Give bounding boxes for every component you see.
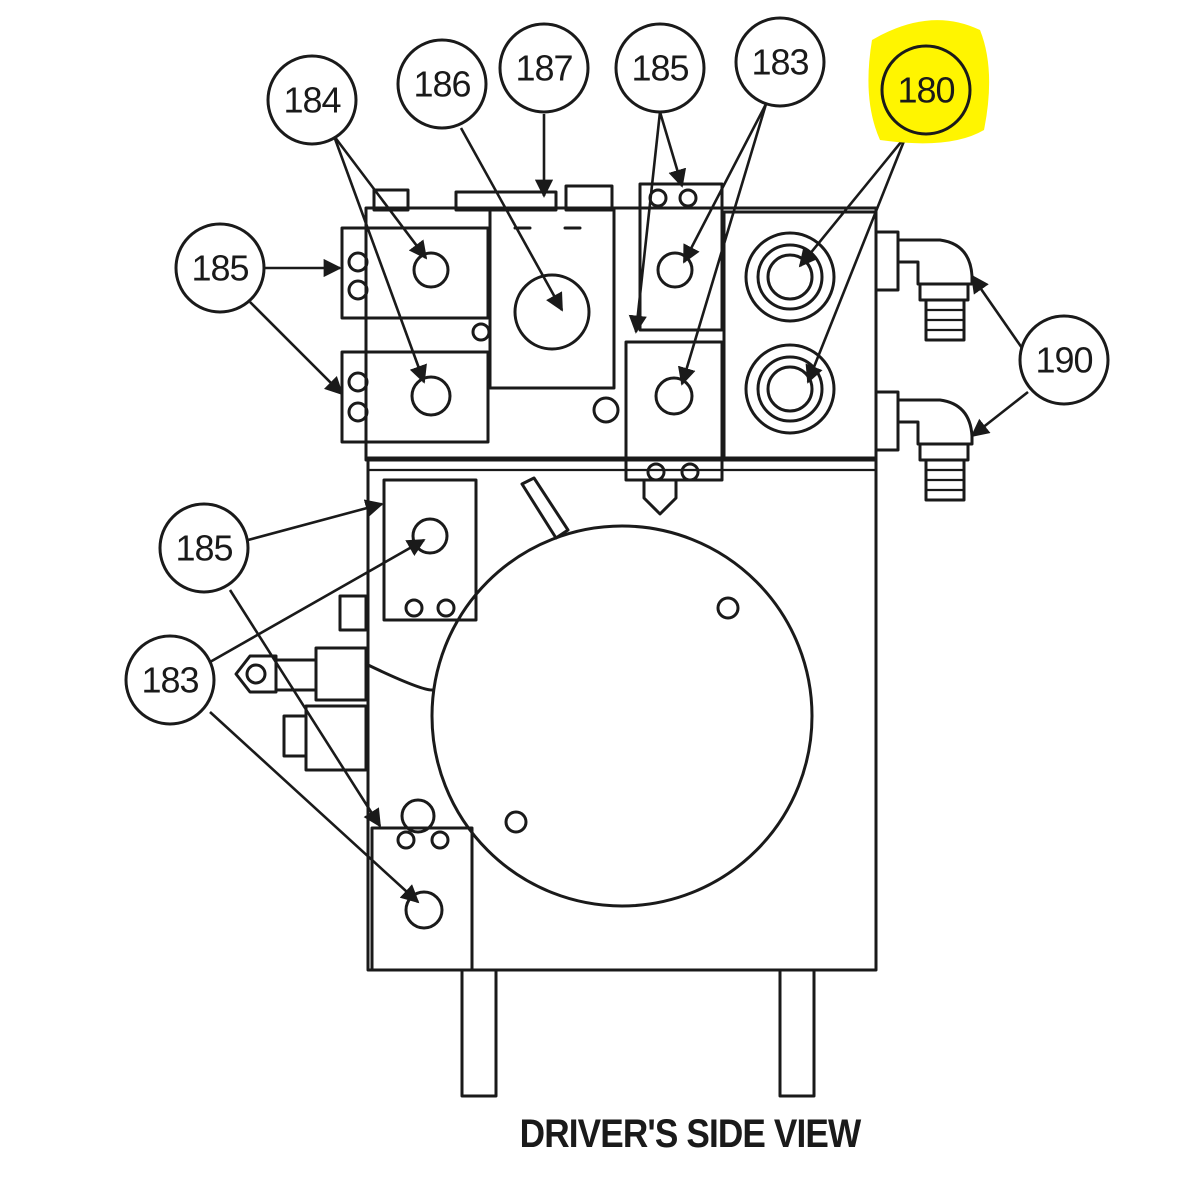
callout-label: 184 [283,80,340,121]
callout-label: 183 [751,42,808,83]
callout-label: 183 [141,660,198,701]
callout-185-left-upper: 185 [174,222,266,314]
callout-label: 185 [175,528,232,569]
pump-assembly-drawing [234,182,974,1098]
callout-label: 185 [191,248,248,289]
callout-label: 180 [897,70,954,111]
view-caption: DRIVER'S SIDE VIEW [519,1112,862,1156]
callout-185-top: 185 [614,22,706,114]
callout-180-highlighted: 180 [868,20,990,144]
callout-187: 187 [498,22,590,114]
elbow-fitting-upper [874,230,974,342]
callout-183-top: 183 [734,16,826,108]
callout-label: 190 [1035,340,1092,381]
callout-label: 186 [413,64,470,105]
callout-184: 184 [266,54,358,146]
callout-label: 187 [515,48,572,89]
callout-183-left: 183 [124,634,216,726]
callout-185-left-lower: 185 [158,502,250,594]
leader-lines [209,103,1029,904]
callout-label: 185 [631,48,688,89]
elbow-fitting-lower [874,390,974,502]
callout-186: 186 [396,38,488,130]
callout-190: 190 [1018,314,1110,406]
